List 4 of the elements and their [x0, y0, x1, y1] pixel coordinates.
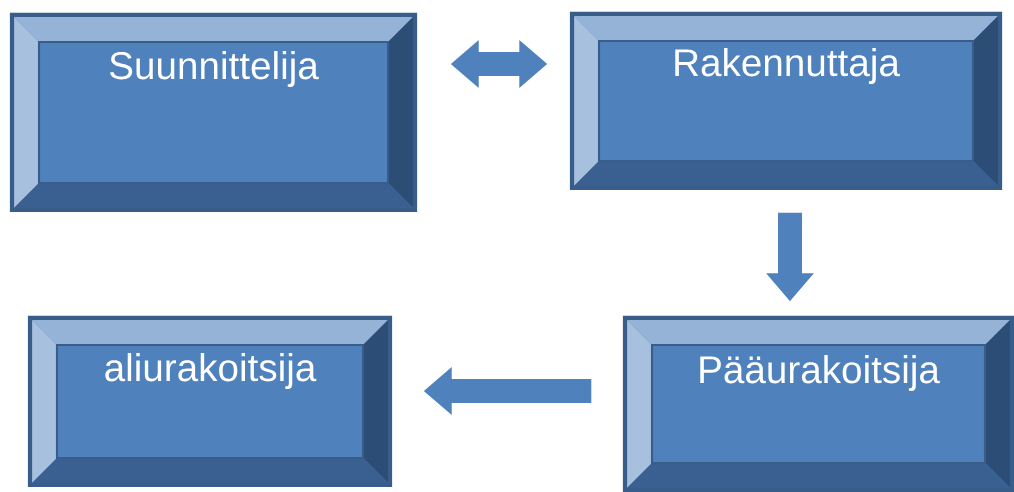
process-box: aliurakoitsija [27, 315, 393, 488]
process-box: Pääurakoitsija [622, 315, 1014, 492]
process-box: Rakennuttaja [569, 11, 1003, 191]
process-box: Suunnittelija [9, 12, 418, 213]
